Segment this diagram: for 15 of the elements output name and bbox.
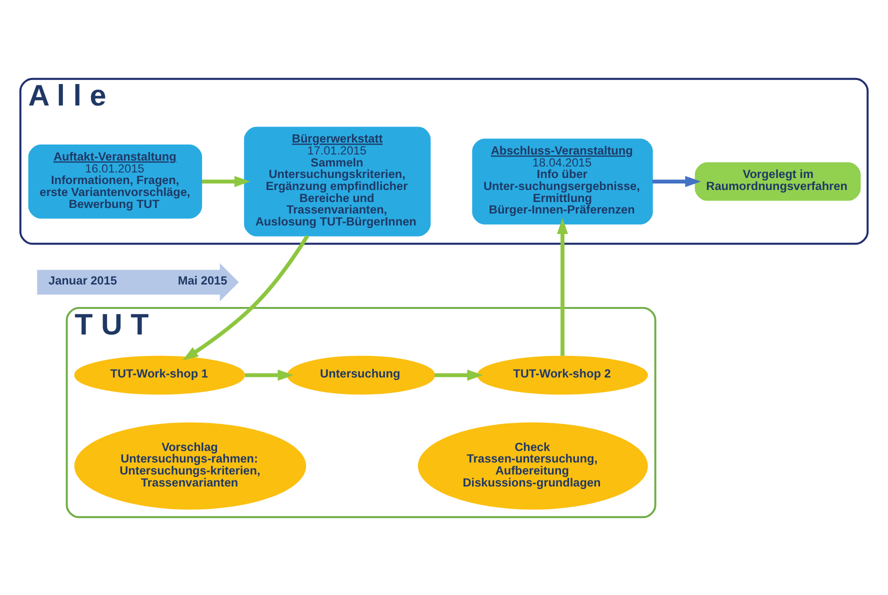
node-ellipse: TUT-Work-shop 2 (477, 355, 648, 394)
node-box: Bürgerwerkstatt 17.01.2015 Sammeln Untersuchungskriterien, Ergänzung empfindlicher Bereiche und Trassenvarianten, Auslosung TUT-BürgerInnen (244, 126, 431, 236)
node-box: Abschluss-Veranstaltung 18.04.2015 Info über Unter-suchungsergebnisse, Ermittlung Bürger-Innen-Präferenzen (472, 138, 653, 224)
node-ellipse: TUT-Work-shop 1 (74, 355, 246, 394)
arrow (434, 369, 484, 380)
arrow (556, 218, 568, 356)
node-ellipse: Vorschlag Untersuchungs-rahmen: Untersuchungs-kriterien, Trassenvarianten (74, 422, 306, 510)
node-box: Auftakt-Veranstaltung 16.01.2015 Informationen, Fragen, erste Variantenvorschläge, Bewerbung TUT (28, 144, 202, 218)
arrow (245, 369, 294, 380)
node-ellipse: Check Trassen-untersuchung, Aufbereitung Diskussions-grundlagen (418, 422, 648, 510)
arrow (202, 176, 250, 187)
arrow (652, 176, 702, 187)
arrow (182, 234, 310, 360)
node-ellipse: Untersuchung (287, 355, 436, 394)
node-box: Vorgelegt im Raumordnungsverfahren (694, 162, 861, 200)
